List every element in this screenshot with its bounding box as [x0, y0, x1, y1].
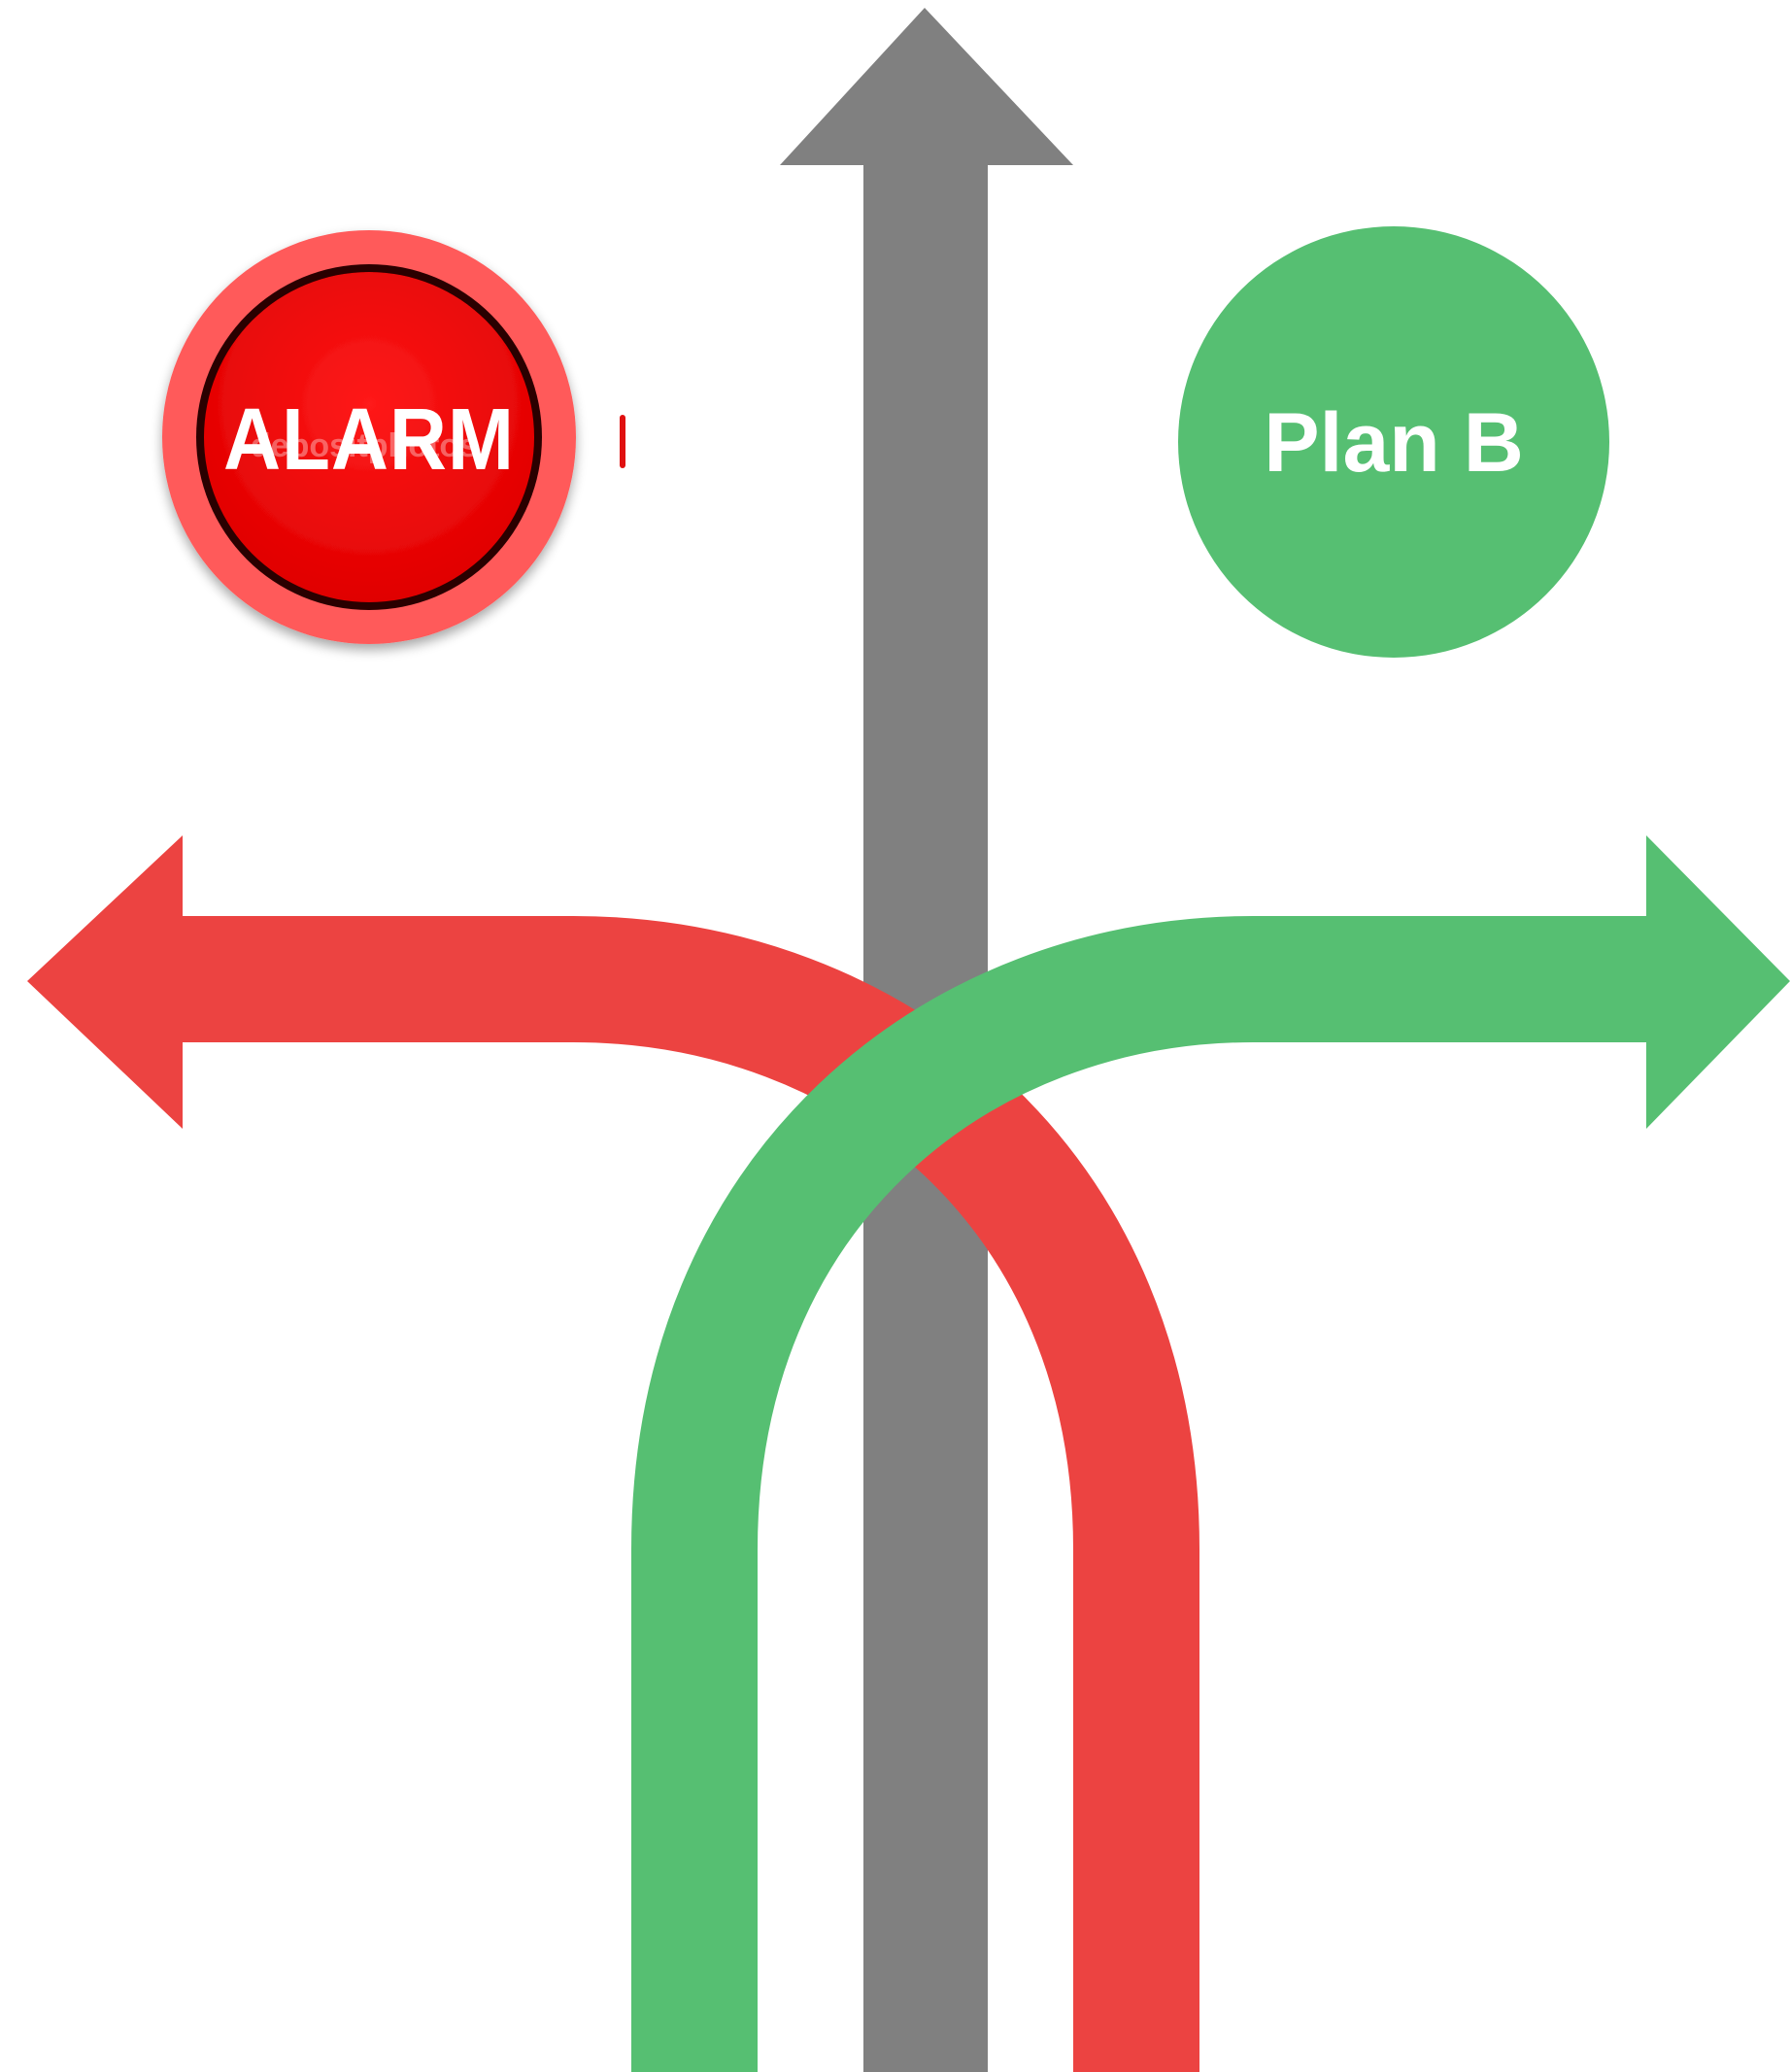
plan-b-label: Plan B: [1264, 396, 1524, 490]
alarm-face: [204, 272, 534, 602]
right-arrow-shaft: [631, 916, 1651, 2072]
straight-arrow-head: [780, 8, 1073, 165]
alarm-label: ALARM: [223, 391, 515, 489]
plan-b-node: Plan B: [1178, 226, 1609, 658]
curved-left-arrow-icon: [27, 835, 1199, 2072]
left-arrow-head: [27, 835, 183, 1129]
plan-b-circle: [1178, 226, 1609, 658]
alarm-edge-fragment: [620, 415, 625, 468]
curved-right-arrow-icon: [631, 835, 1790, 2072]
right-arrow-head: [1646, 835, 1790, 1129]
alarm-watermark: depositphotos: [251, 427, 478, 464]
alarm-button[interactable]: ALARM depositphotos: [162, 230, 576, 644]
left-arrow-shaft: [180, 916, 1199, 2072]
